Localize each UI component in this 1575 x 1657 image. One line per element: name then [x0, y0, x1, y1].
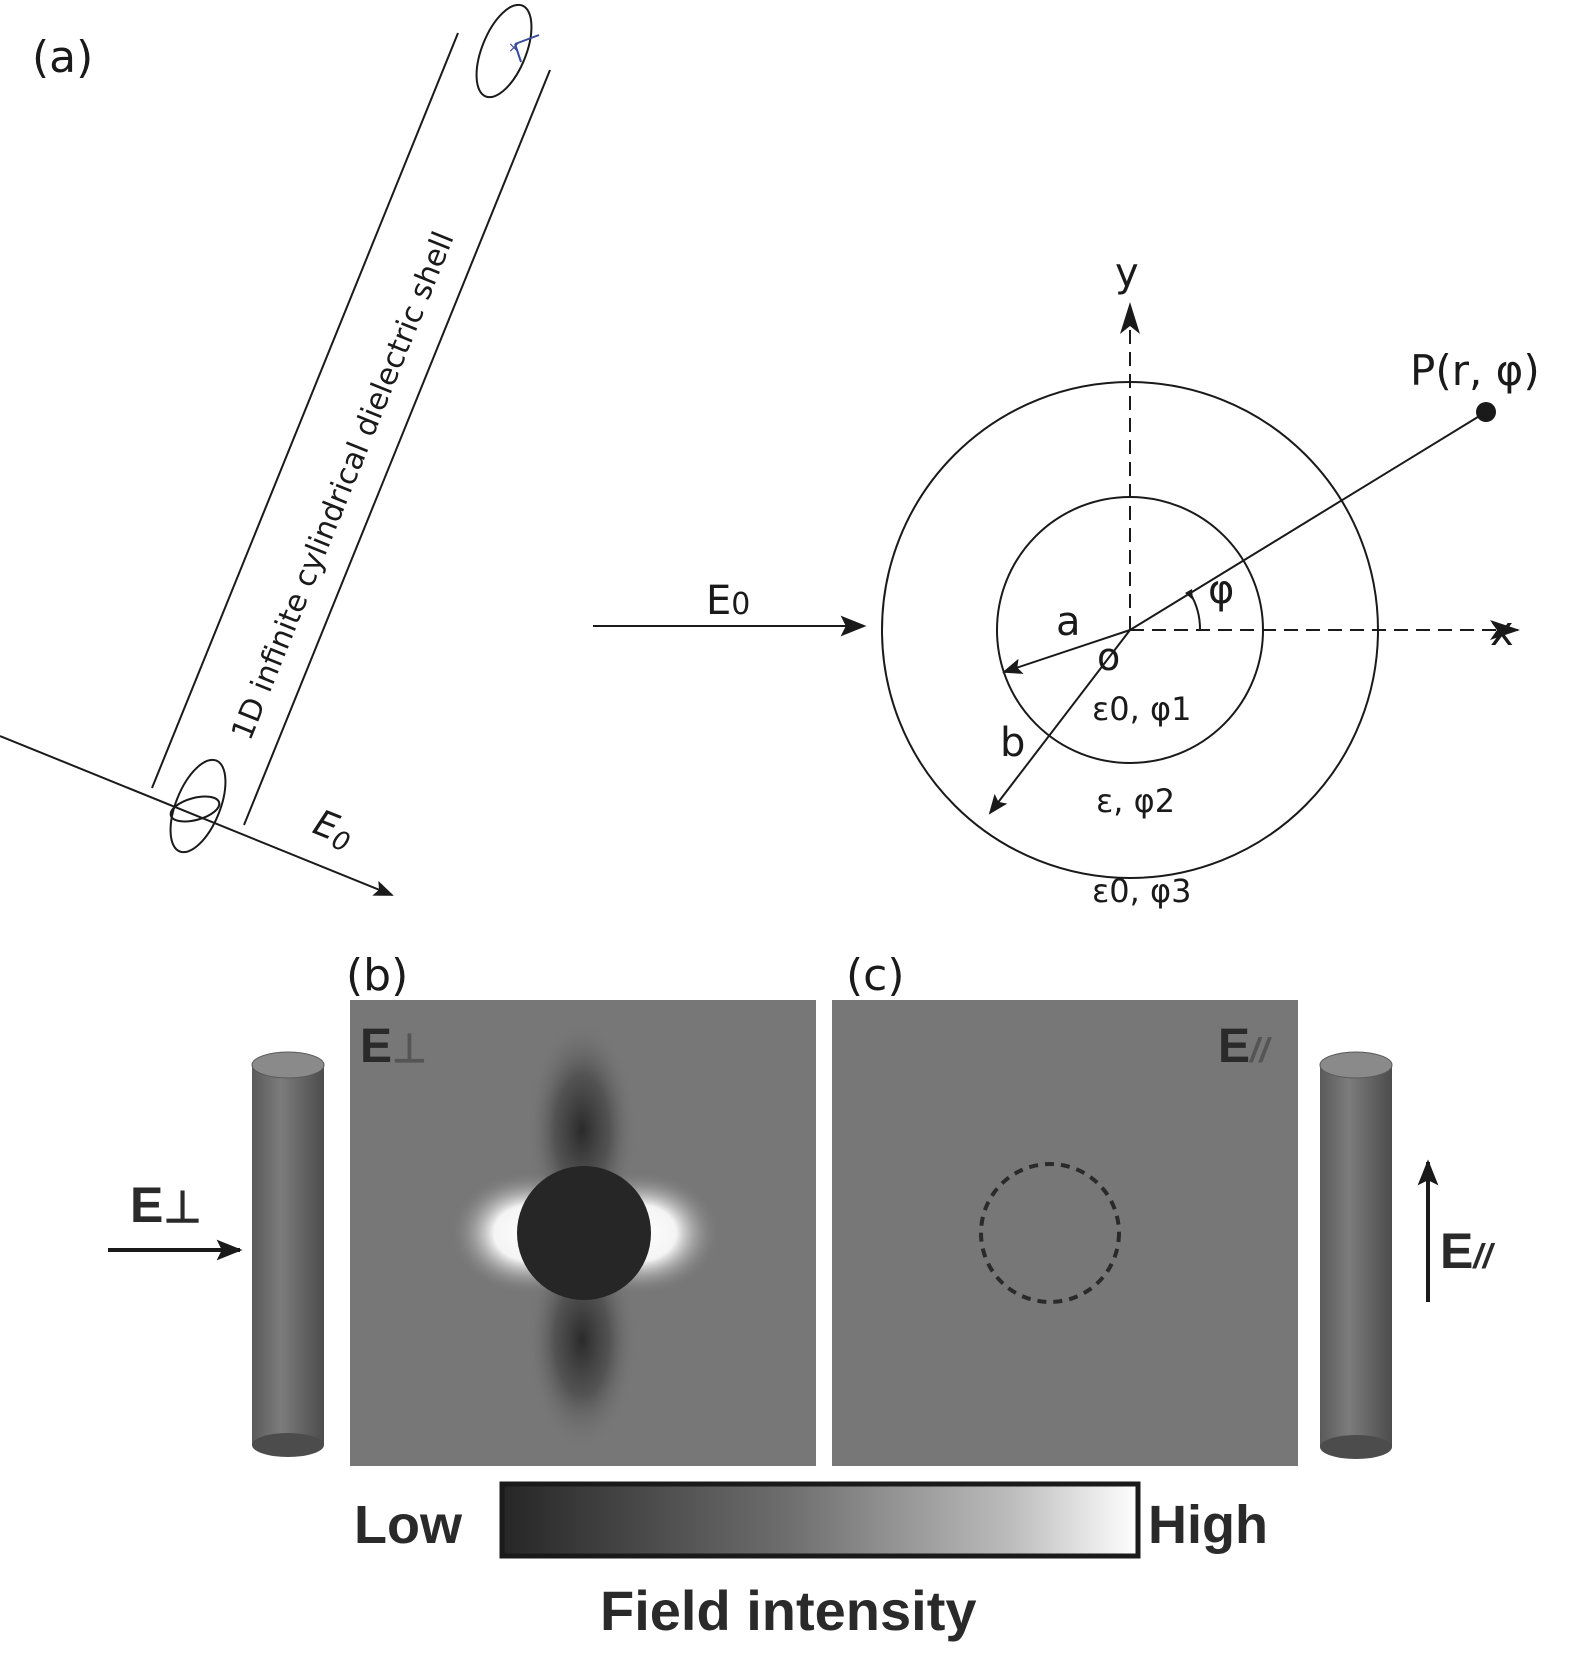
svg-text:×: × — [508, 40, 520, 56]
field-label-2d: E0 — [706, 578, 750, 624]
panel-c-label: (c) — [846, 950, 905, 1001]
panel-a-label: (a) — [32, 32, 93, 83]
y-axis-arrowhead — [1120, 302, 1140, 334]
field-label-3d: E0 — [306, 802, 359, 858]
e-perp-label: E⊥ — [130, 1177, 202, 1233]
outer-radius-arrow — [988, 629, 1131, 815]
cross-section-diagram: y x o P(r, φ) φ a b ε0, φ1 ε, φ2 ε0, φ3 … — [593, 250, 1540, 910]
x-axis-arrowhead — [1490, 620, 1520, 640]
radius-line-to-p — [1129, 411, 1487, 631]
colorbar: Low High Field intensity — [354, 1481, 1268, 1642]
y-axis-label: y — [1115, 250, 1139, 296]
outer-radius-label: b — [1000, 720, 1025, 766]
region2-label: ε, φ2 — [1096, 782, 1175, 820]
panel-b-label: (b) — [346, 950, 408, 1001]
e-parallel-label: E// — [1440, 1223, 1496, 1279]
region1-label: ε0, φ1 — [1092, 690, 1191, 728]
panel-c-field-map: E// — [832, 1000, 1298, 1466]
colorbar-high-label: High — [1148, 1495, 1268, 1555]
x-axis-label: x — [1490, 609, 1514, 655]
cylinder-icon-left — [251, 1051, 325, 1457]
point-p-label: P(r, φ) — [1410, 346, 1540, 395]
panel-b-field-label: E⊥ — [360, 1020, 427, 1073]
angle-label: φ — [1208, 567, 1234, 613]
panel-c-field-label: E// — [1218, 1020, 1272, 1073]
inner-radius-label: a — [1056, 599, 1081, 645]
dashed-core-outline — [979, 1162, 1121, 1304]
panel-b-field-map: E⊥ — [350, 1000, 816, 1466]
colorbar-low-label: Low — [354, 1495, 463, 1555]
incident-field-arrow — [0, 735, 394, 896]
inner-radius-arrow — [1002, 629, 1131, 674]
region3-label: ε0, φ3 — [1092, 872, 1191, 910]
colorbar-title: Field intensity — [600, 1579, 977, 1642]
svg-text:E0: E0 — [306, 802, 359, 858]
core-disc — [517, 1166, 651, 1300]
tube-label: 1D infinite cylindrical dielectric shell — [225, 227, 462, 745]
angle-arc-arrowhead — [1185, 589, 1193, 600]
cylindrical-shell-tube: × — [151, 3, 551, 854]
point-p — [1476, 402, 1496, 422]
colorbar-gradient — [499, 1481, 1141, 1559]
cylinder-icon-right — [1319, 1051, 1393, 1459]
radius-marker-icon: × — [508, 34, 540, 63]
